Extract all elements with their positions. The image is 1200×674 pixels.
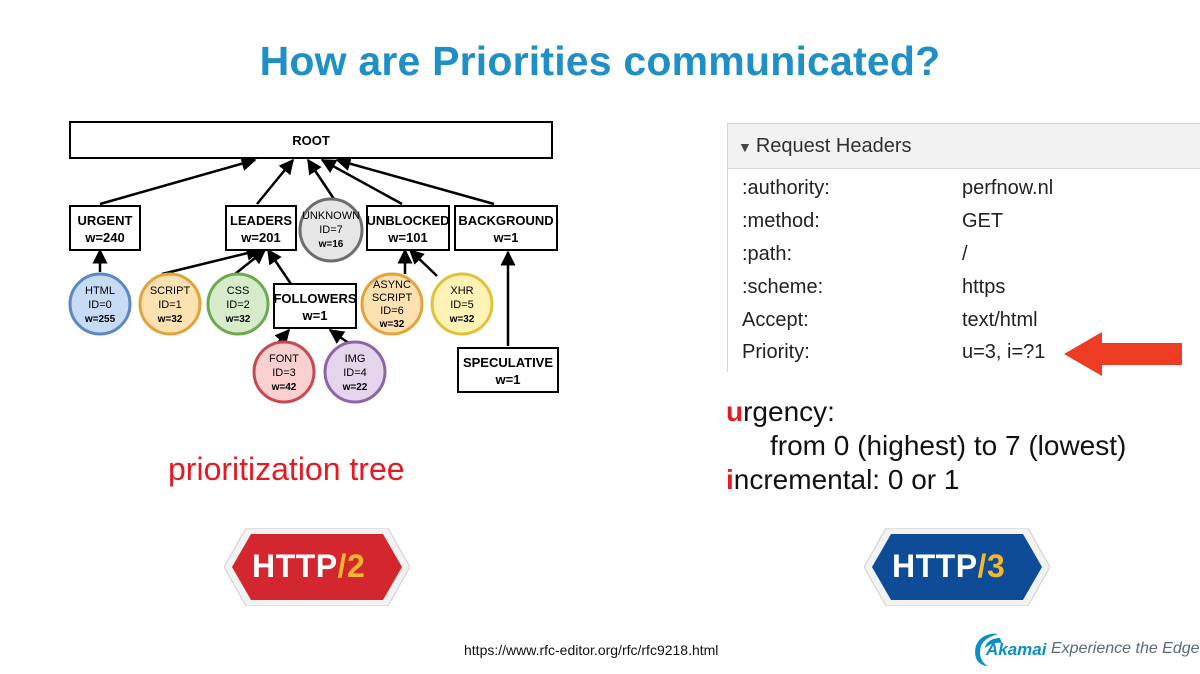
stream-unknown-weight: w=16 xyxy=(318,239,344,250)
incremental-initial: i xyxy=(726,464,734,495)
request-headers-header[interactable]: ▼Request Headers xyxy=(728,124,1200,169)
urgency-range: from 0 (highest) to 7 (lowest) xyxy=(770,430,1127,461)
stream-font xyxy=(252,340,316,404)
group-unblocked-weight: w=101 xyxy=(387,230,427,245)
header-key: :path: xyxy=(742,243,793,265)
group-leaders-name: LEADERS xyxy=(230,213,292,228)
incremental-line: incremental: 0 or 1 xyxy=(726,464,959,496)
stream-img-weight: w=22 xyxy=(342,382,368,393)
group-followers xyxy=(273,283,357,329)
group-speculative-name: SPECULATIVE xyxy=(463,355,553,370)
http3-label: HTTP/3 xyxy=(892,548,1006,584)
prioritization-tree-diagram: ROOT URGENT w=240 LEADERS w=201 UNKNOWN … xyxy=(68,121,559,404)
group-followers-weight: w=1 xyxy=(302,308,328,323)
header-key: :scheme: xyxy=(742,276,824,298)
stream-unknown-id: ID=7 xyxy=(319,224,343,236)
header-value: perfnow.nl xyxy=(962,177,1054,199)
header-key: Priority: xyxy=(742,341,810,363)
header-value: u=3, i=?1 xyxy=(962,341,1046,363)
group-speculative xyxy=(457,347,559,393)
stream-script xyxy=(138,272,202,336)
stream-html xyxy=(68,272,132,336)
group-background-name: BACKGROUND xyxy=(458,213,553,228)
akamai-tagline: Experience the Edge xyxy=(1051,640,1200,657)
stream-font-weight: w=42 xyxy=(271,382,297,393)
stream-img xyxy=(323,340,387,404)
akamai-logo: Akamai Experience the Edge xyxy=(968,628,1200,668)
header-key: :authority: xyxy=(742,177,830,199)
urgency-label: rgency: xyxy=(743,396,835,427)
stream-html-id: ID=0 xyxy=(88,299,112,311)
urgency-initial: u xyxy=(726,396,744,427)
urgency-line: urgency: xyxy=(726,396,835,428)
http2-badge: HTTP/2 xyxy=(224,528,410,606)
stream-async-id: ID=6 xyxy=(380,305,404,317)
group-leaders-weight: w=201 xyxy=(240,230,280,245)
header-key: :method: xyxy=(742,210,820,232)
stream-unknown-name: UNKNOWN xyxy=(302,210,360,222)
root-node xyxy=(69,121,553,159)
stream-script-id: ID=1 xyxy=(158,299,182,311)
incremental-label: ncremental: 0 or 1 xyxy=(733,464,960,495)
stream-unknown xyxy=(298,197,364,263)
prioritization-tree-caption: prioritization tree xyxy=(168,451,405,487)
stream-css-weight: w=32 xyxy=(225,314,251,325)
stream-script-weight: w=32 xyxy=(157,314,183,325)
akamai-swoosh-icon xyxy=(975,633,1002,666)
pointer-arrow-icon xyxy=(1064,332,1182,376)
stream-xhr-name: XHR xyxy=(450,285,473,297)
stream-async-weight: w=32 xyxy=(379,319,405,330)
stream-async-script xyxy=(360,272,424,336)
request-headers-panel: ▼Request Headers :authority: perfnow.nl … xyxy=(727,123,1200,372)
tree-edges-root xyxy=(99,156,495,206)
header-value: text/html xyxy=(962,309,1038,331)
stream-img-id: ID=4 xyxy=(343,367,367,379)
stream-img-name: IMG xyxy=(345,353,366,365)
group-background xyxy=(454,205,558,251)
rfc-link[interactable]: https://www.rfc-editor.org/rfc/rfc9218.h… xyxy=(464,642,719,658)
akamai-wordmark: Akamai xyxy=(986,640,1047,659)
stream-css-id: ID=2 xyxy=(226,299,250,311)
header-key: Accept: xyxy=(742,309,809,331)
root-label: ROOT xyxy=(292,133,330,148)
disclosure-triangle-icon[interactable]: ▼ xyxy=(738,139,752,155)
group-leaders xyxy=(225,205,297,251)
header-value: GET xyxy=(962,210,1004,232)
group-followers-name: FOLLOWERS xyxy=(273,291,356,306)
group-urgent-name: URGENT xyxy=(78,213,133,228)
group-unblocked-name: UNBLOCKED xyxy=(366,213,449,228)
group-background-weight: w=1 xyxy=(493,230,519,245)
stream-font-name: FONT xyxy=(269,353,299,365)
slide-title: How are Priorities communicated? xyxy=(259,38,941,84)
stream-xhr-weight: w=32 xyxy=(449,314,475,325)
stream-html-weight: w=255 xyxy=(84,314,116,325)
stream-css xyxy=(206,272,270,336)
group-speculative-weight: w=1 xyxy=(495,372,521,387)
stream-script-name: SCRIPT xyxy=(150,285,191,297)
http2-label: HTTP/2 xyxy=(252,548,366,584)
stream-css-name: CSS xyxy=(227,285,250,297)
stream-async-name2: SCRIPT xyxy=(372,292,413,304)
request-headers-title: Request Headers xyxy=(755,135,912,157)
group-urgent-weight: w=240 xyxy=(84,230,124,245)
stream-xhr xyxy=(430,272,494,336)
stream-html-name: HTML xyxy=(85,285,115,297)
group-unblocked xyxy=(366,205,450,251)
group-urgent xyxy=(69,205,141,251)
stream-async-name: ASYNC xyxy=(373,279,411,291)
header-value: https xyxy=(962,276,1006,298)
stream-xhr-id: ID=5 xyxy=(450,299,474,311)
http3-badge: HTTP/3 xyxy=(864,528,1050,606)
header-value: / xyxy=(962,243,968,265)
stream-font-id: ID=3 xyxy=(272,367,296,379)
